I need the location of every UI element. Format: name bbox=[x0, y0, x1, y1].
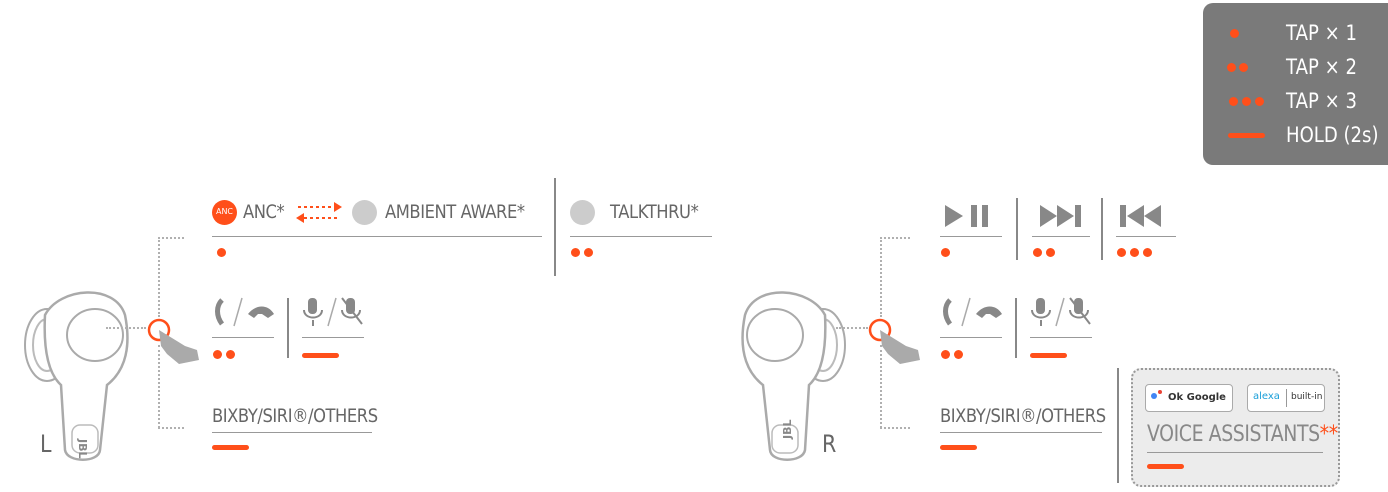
mic-mute-icon bbox=[303, 297, 363, 327]
anc-icon: ANC bbox=[212, 200, 237, 225]
legend-tap1-label: TAP × 1 bbox=[1286, 21, 1357, 45]
previous-track-icon bbox=[1120, 205, 1161, 227]
left-earbud-illustration: JBL bbox=[24, 291, 129, 461]
svg-text:JBL: JBL bbox=[781, 420, 794, 441]
legend-tap1: TAP × 1 bbox=[1203, 19, 1388, 49]
legend-hold-label: HOLD (2s) bbox=[1286, 123, 1379, 147]
svg-text:JBL: JBL bbox=[76, 438, 89, 459]
voice-assistants-panel: Ok Google alexa built-in VOICE ASSISTANT… bbox=[1131, 368, 1340, 487]
google-assistant-icon bbox=[1151, 393, 1157, 399]
toggle-arrows-icon bbox=[296, 202, 342, 223]
left-side-label: L bbox=[40, 430, 52, 458]
hold-indicator bbox=[302, 353, 339, 358]
left-assistant-label: BIXBY/SIRI®/OTHERS bbox=[212, 405, 378, 427]
ambient-aware-label: AMBIENT AWARE* bbox=[385, 201, 525, 223]
legend-tap2: TAP × 2 bbox=[1203, 53, 1388, 83]
call-answer-end-icon bbox=[943, 297, 1002, 327]
tap2-indicator bbox=[571, 248, 580, 257]
right-side-label: R bbox=[822, 430, 836, 458]
gesture-legend: TAP × 1 TAP × 2 TAP × 3 HOLD (2s) bbox=[1203, 3, 1388, 165]
play-pause-icon bbox=[945, 205, 988, 227]
triple-dot-icon bbox=[1229, 97, 1238, 106]
legend-hold: HOLD (2s) bbox=[1203, 121, 1388, 151]
next-track-icon bbox=[1040, 205, 1081, 227]
ambient-aware-icon bbox=[352, 200, 377, 225]
alexa-built-in-badge: alexa built-in bbox=[1247, 384, 1325, 412]
touch-hand-icon bbox=[868, 318, 920, 364]
voice-assistants-label: VOICE ASSISTANTS** bbox=[1147, 422, 1338, 447]
right-earbud-illustration: JBL bbox=[741, 291, 846, 461]
mic-mute-icon bbox=[1031, 297, 1091, 327]
legend-tap3-label: TAP × 3 bbox=[1286, 89, 1357, 113]
legend-tap3: TAP × 3 bbox=[1203, 87, 1388, 117]
single-dot-icon bbox=[1230, 29, 1239, 38]
legend-tap2-label: TAP × 2 bbox=[1286, 55, 1357, 79]
call-answer-end-icon bbox=[215, 297, 274, 327]
touch-hand-icon bbox=[147, 318, 199, 364]
double-dot-icon bbox=[1227, 63, 1236, 72]
talkthru-icon bbox=[570, 200, 595, 225]
hold-dash-icon bbox=[1228, 133, 1265, 138]
anc-label: ANC* bbox=[243, 201, 285, 223]
tap1-indicator bbox=[217, 248, 226, 257]
right-assistant-label: BIXBY/SIRI®/OTHERS bbox=[940, 405, 1106, 427]
ok-google-badge: Ok Google bbox=[1145, 384, 1233, 412]
talkthru-label: TALKTHRU* bbox=[610, 201, 699, 223]
